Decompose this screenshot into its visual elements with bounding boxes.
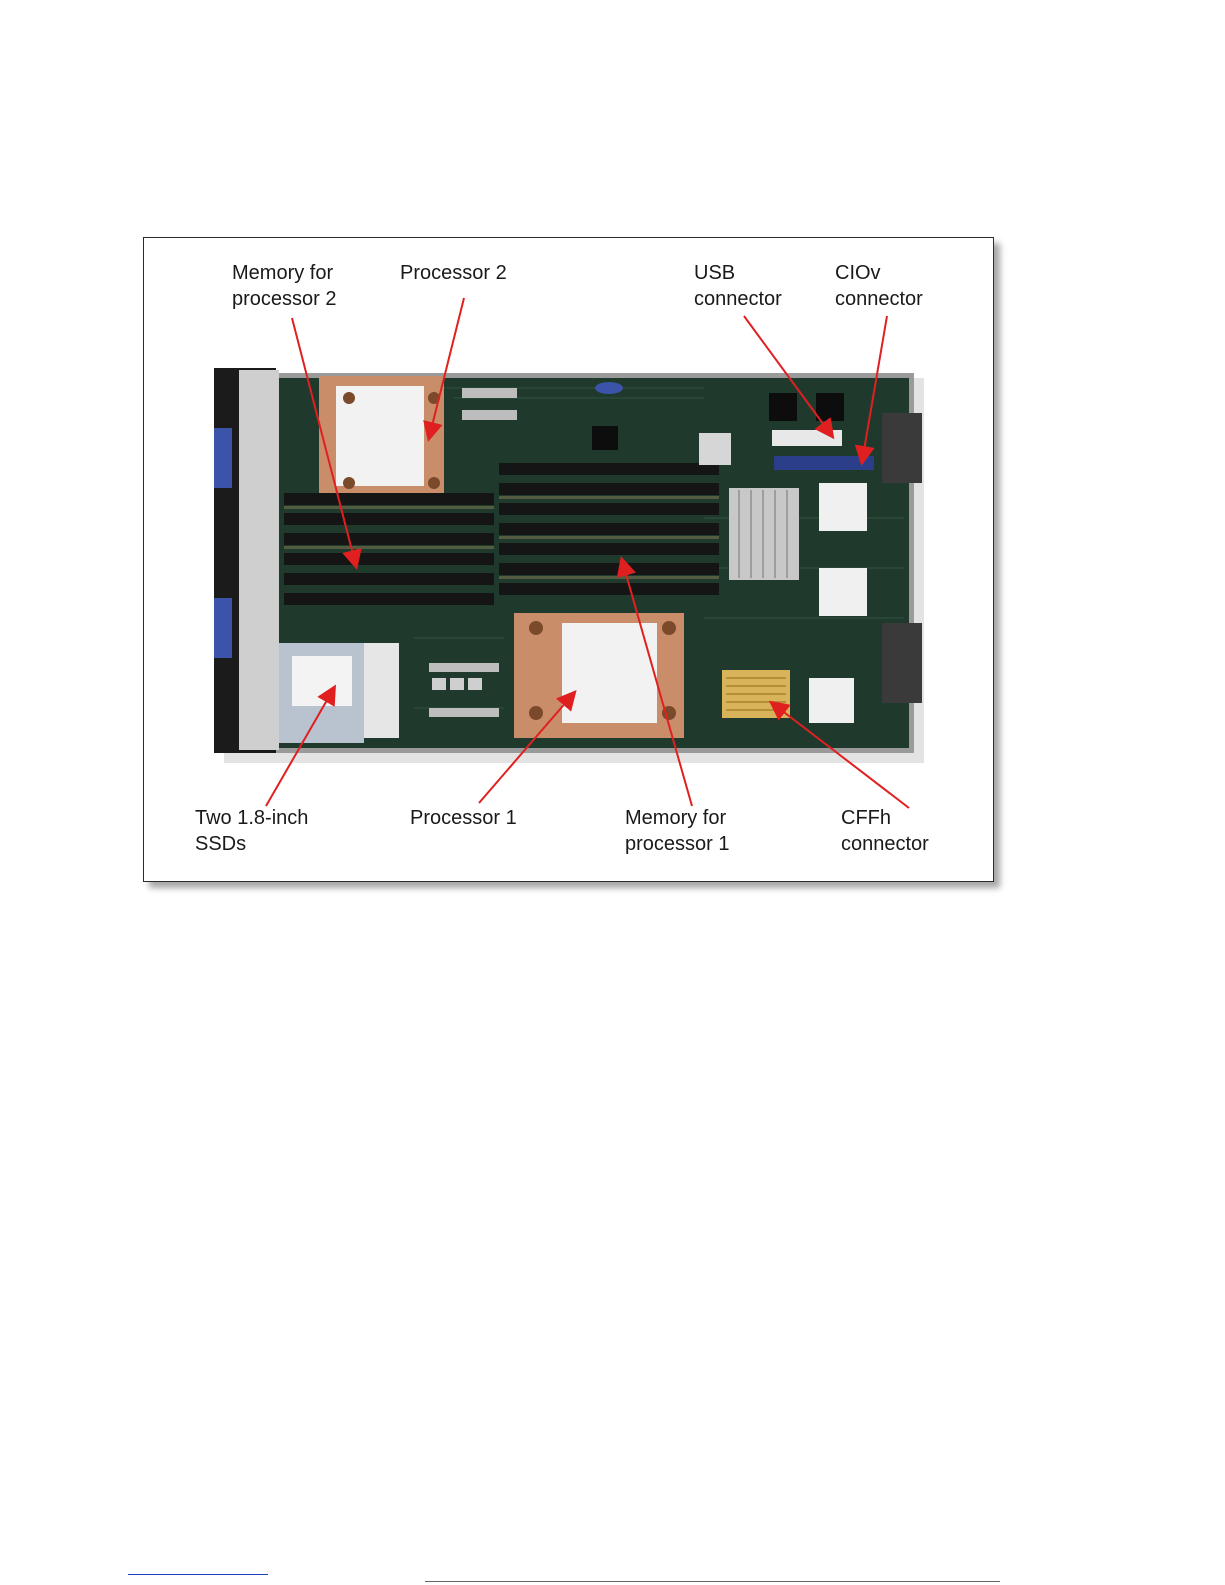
callout-ciov-connector: CIOv connector [835, 260, 923, 312]
callout-ssds: Two 1.8-inch SSDs [195, 805, 308, 857]
footer-link-underline[interactable] [128, 1574, 268, 1575]
callout-processor-2: Processor 2 [400, 260, 507, 286]
ssd-label [292, 656, 352, 706]
callout-memory-processor-1: Memory for processor 1 [625, 805, 730, 857]
rear-connector-top [882, 413, 922, 483]
rear-connector-bottom [882, 623, 922, 703]
blue-latch [595, 382, 623, 394]
callout-processor-1: Processor 1 [410, 805, 517, 831]
usb-connector-part [772, 430, 842, 446]
small-heatsink-1 [819, 483, 867, 531]
top-connector-1 [462, 388, 517, 398]
bezel-latch-top [214, 428, 232, 488]
server-board-figure: Memory for processor 2 Processor 2 USB c… [143, 237, 994, 882]
ciov-connector-part [774, 456, 874, 470]
footer-dotted-rule [425, 1581, 1000, 1582]
chip [592, 426, 618, 450]
small-heatsink [699, 433, 731, 465]
blade-server-photo [144, 238, 993, 881]
ssd-2 [364, 643, 399, 738]
bezel-strip [239, 370, 279, 750]
callout-usb-connector: USB connector [694, 260, 782, 312]
processor-1-label [562, 623, 657, 723]
small-heatsink-2 [819, 568, 867, 616]
top-connector-2 [462, 410, 517, 420]
bezel-latch-bottom [214, 598, 232, 658]
small-heatsink-3 [809, 678, 854, 723]
callout-cffh-connector: CFFh connector [841, 805, 929, 857]
callout-memory-processor-2: Memory for processor 2 [232, 260, 337, 312]
